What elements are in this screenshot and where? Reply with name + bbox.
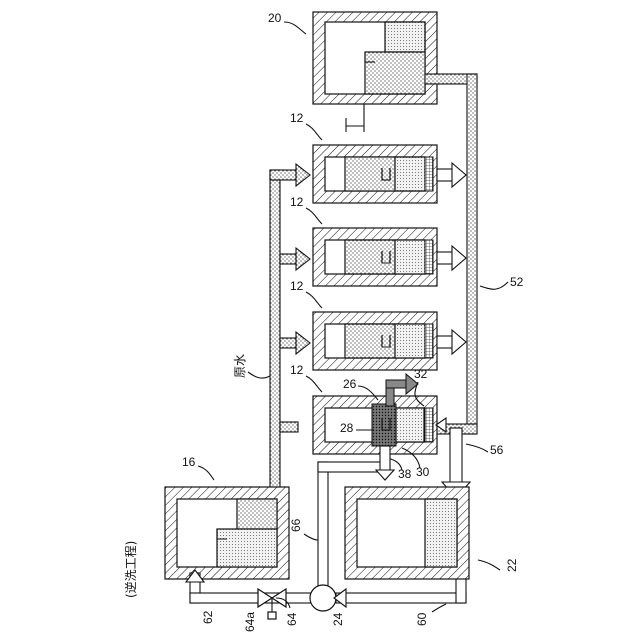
label-raw-water: 原水: [233, 354, 247, 378]
label-part-30: 30: [416, 465, 430, 479]
unit-22: [345, 487, 469, 579]
label-part-28: 28: [340, 421, 354, 435]
label-pipe-60: 60: [415, 612, 429, 626]
label-module-c: 12: [290, 279, 304, 293]
label-pipe-66: 66: [289, 518, 303, 532]
label-module-a: 12: [290, 111, 304, 125]
label-pump-24: 24: [331, 612, 345, 626]
label-module-b: 12: [290, 195, 304, 209]
dimension-mark: [346, 104, 364, 132]
module-12-backwash: [313, 374, 446, 454]
label-valve-64a: 64a: [243, 612, 257, 632]
module-12-a: [313, 145, 466, 203]
unit-16: [165, 487, 289, 579]
label-part-26: 26: [343, 377, 357, 391]
label-pipe-56: 56: [490, 443, 504, 457]
raw-water-header: [230, 164, 310, 500]
label-pipe-52: 52: [510, 275, 524, 289]
module-12-c: [313, 312, 466, 370]
label-unit-16: 16: [182, 455, 196, 469]
module-12-b: [313, 228, 466, 286]
label-unit-22: 22: [505, 558, 519, 572]
diagram-title: (逆洗工程): [123, 541, 138, 598]
label-unit-20: 20: [268, 11, 282, 25]
unit-20: [313, 12, 437, 104]
label-module-d: 12: [290, 363, 304, 377]
label-pipe-62: 62: [201, 610, 215, 624]
label-part-38: 38: [398, 467, 412, 481]
label-valve-64: 64: [285, 612, 299, 626]
label-part-32: 32: [414, 367, 428, 381]
pump-24: [310, 585, 336, 611]
